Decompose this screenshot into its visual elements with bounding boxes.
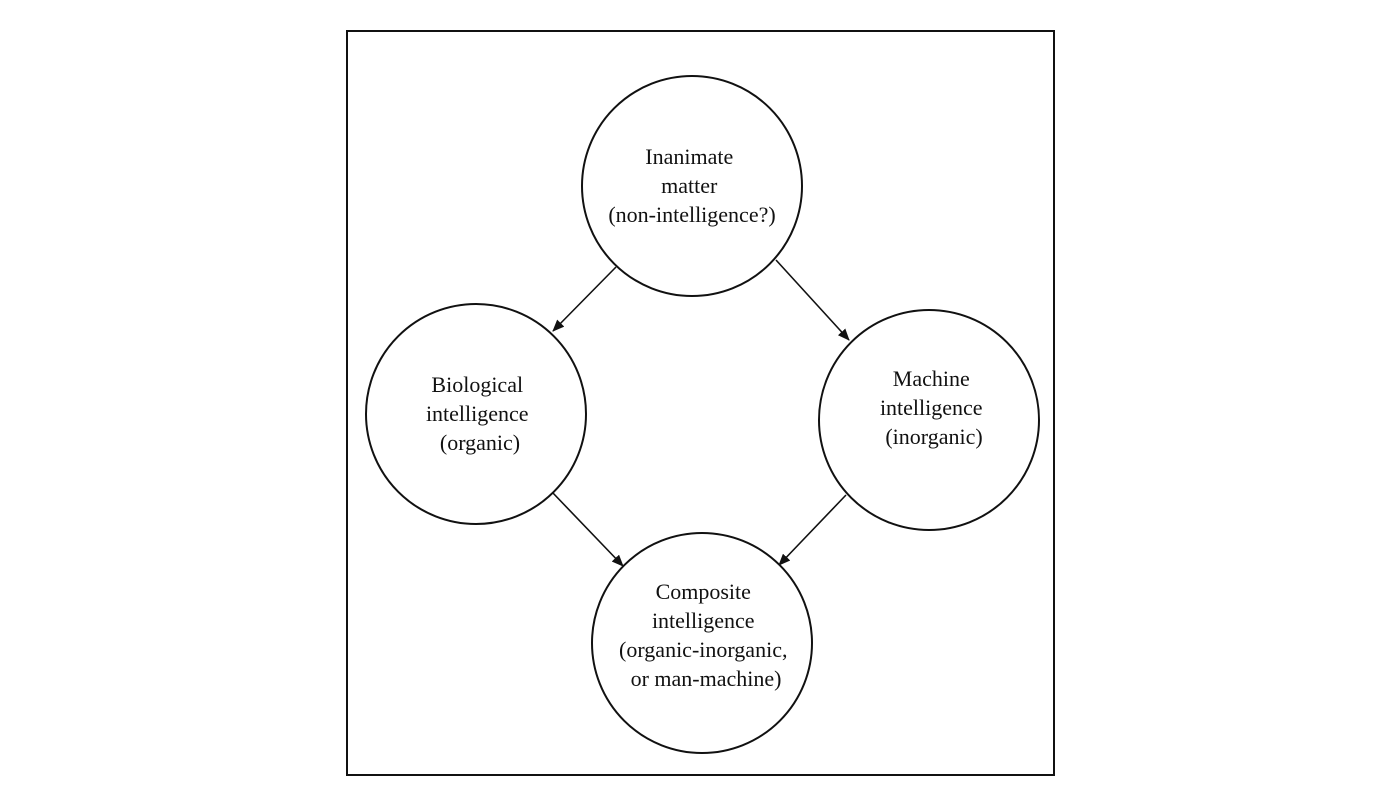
node-biological-line-1: Biological xyxy=(431,372,523,397)
node-machine-circle xyxy=(818,309,1040,531)
node-inanimate-circle xyxy=(581,75,803,297)
node-biological-circle xyxy=(365,303,587,525)
svg-text:Machine intelligence: Machine intelligence (inorganic) xyxy=(880,366,988,449)
node-inanimate-line-2: matter xyxy=(661,173,718,198)
node-composite-line-4: or man-machine) xyxy=(631,666,782,691)
node-biological-line-3: (organic) xyxy=(440,430,520,455)
node-machine-line-1: Machine xyxy=(893,366,970,391)
diagram-frame xyxy=(346,30,1055,776)
node-composite-line-2: intelligence xyxy=(652,608,755,633)
node-composite-circle xyxy=(591,532,813,754)
node-machine-line-3: (inorganic) xyxy=(885,424,982,449)
node-composite-line-3: (organic-inorganic, xyxy=(619,637,787,662)
edges-layer xyxy=(551,259,850,567)
node-inanimate-line-1: Inanimate xyxy=(645,144,733,169)
node-composite-line-1: Composite xyxy=(656,579,751,604)
svg-text:Inanimate matter (: Inanimate matter (non-intelligence?) xyxy=(608,144,775,227)
node-composite: Composite intelligence (organic-inorgani… xyxy=(591,532,813,754)
node-machine-line-2: intelligence xyxy=(880,395,983,420)
svg-text:Composite intelligence: Composite intelligence (organic-inorgani… xyxy=(619,579,793,691)
node-biological-line-2: intelligence xyxy=(426,401,529,426)
node-machine: Machine intelligence (inorganic) xyxy=(818,309,1040,531)
edge-biological-to-composite xyxy=(551,491,624,567)
node-inanimate-line-3: (non-intelligence?) xyxy=(608,202,775,227)
edge-inanimate-to-machine xyxy=(775,259,850,341)
node-inanimate: Inanimate matter (non-intelligence?) xyxy=(581,75,803,297)
edge-inanimate-to-biological xyxy=(552,266,617,332)
node-biological: Biological intelligence (organic) xyxy=(365,303,587,525)
svg-text:Biological intelligence: Biological intelligence (organic) xyxy=(426,372,534,455)
edge-machine-to-composite xyxy=(778,494,847,566)
